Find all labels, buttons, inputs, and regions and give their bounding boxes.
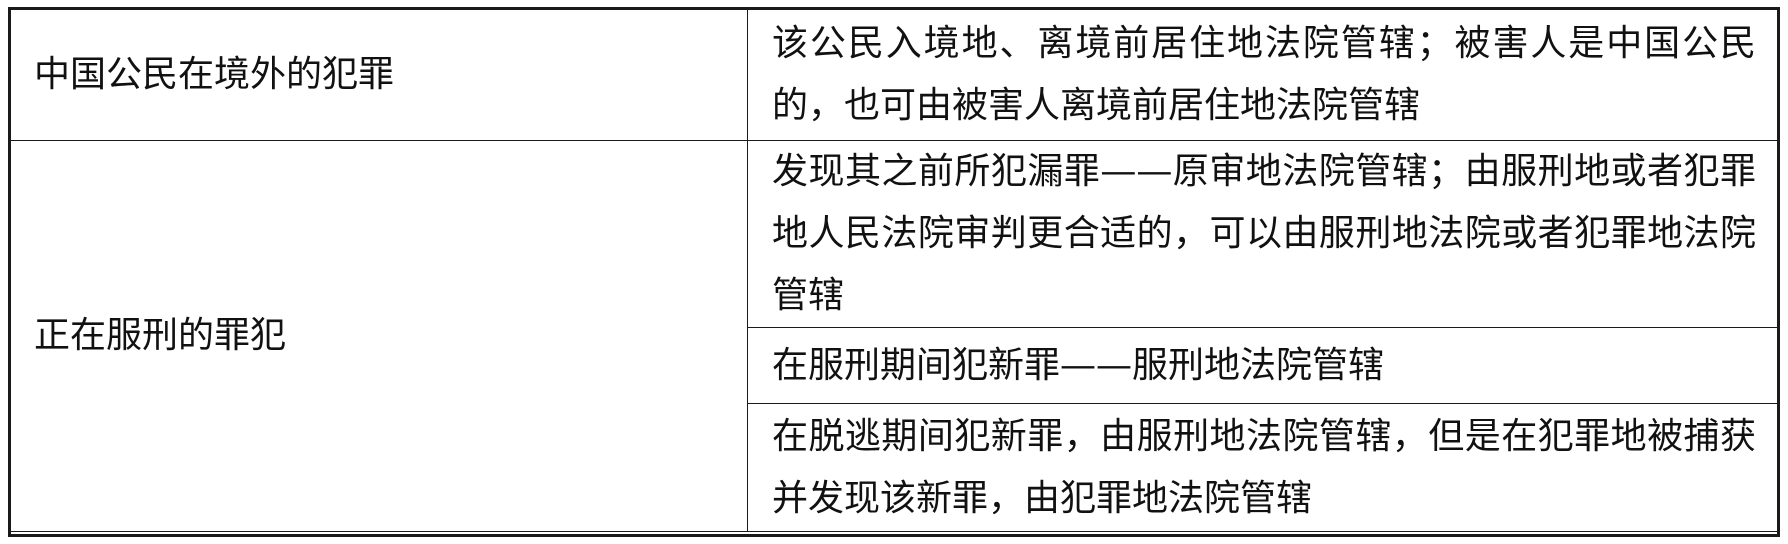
rule-cell: 在服刑期间犯新罪——服刑地法院管辖 <box>747 327 1779 404</box>
table-row: 正在服刑的罪犯 发现其之前所犯漏罪——原审地法院管辖；由服刑地或者犯罪地人民法院… <box>9 140 1779 532</box>
rule-cell: 在脱逃期间犯新罪，由服刑地法院管辖，但是在犯罪地被捕获并发现该新罪，由犯罪地法院… <box>747 403 1779 532</box>
rule-cell: 该公民入境地、离境前居住地法院管辖；被害人是中国公民的，也可由被害人离境前居住地… <box>747 8 1779 141</box>
rule-cell: 发现其之前所犯漏罪——原审地法院管辖；由服刑地或者犯罪地人民法院审判更合适的，可… <box>747 140 1779 328</box>
category-cell: 正在服刑的罪犯 <box>9 140 748 532</box>
table-row: 在服刑期间犯新罪——服刑地法院管辖 <box>10 327 1779 404</box>
category-cell: 中国公民在境外的犯罪 <box>9 8 748 141</box>
jurisdiction-table: 中国公民在境外的犯罪 该公民入境地、离境前居住地法院管辖；被害人是中国公民的，也… <box>9 8 1779 532</box>
table-row: 在脱逃期间犯新罪，由服刑地法院管辖，但是在犯罪地被捕获并发现该新罪，由犯罪地法院… <box>10 403 1779 532</box>
table-row: 中国公民在境外的犯罪 该公民入境地、离境前居住地法院管辖；被害人是中国公民的，也… <box>9 8 1779 141</box>
